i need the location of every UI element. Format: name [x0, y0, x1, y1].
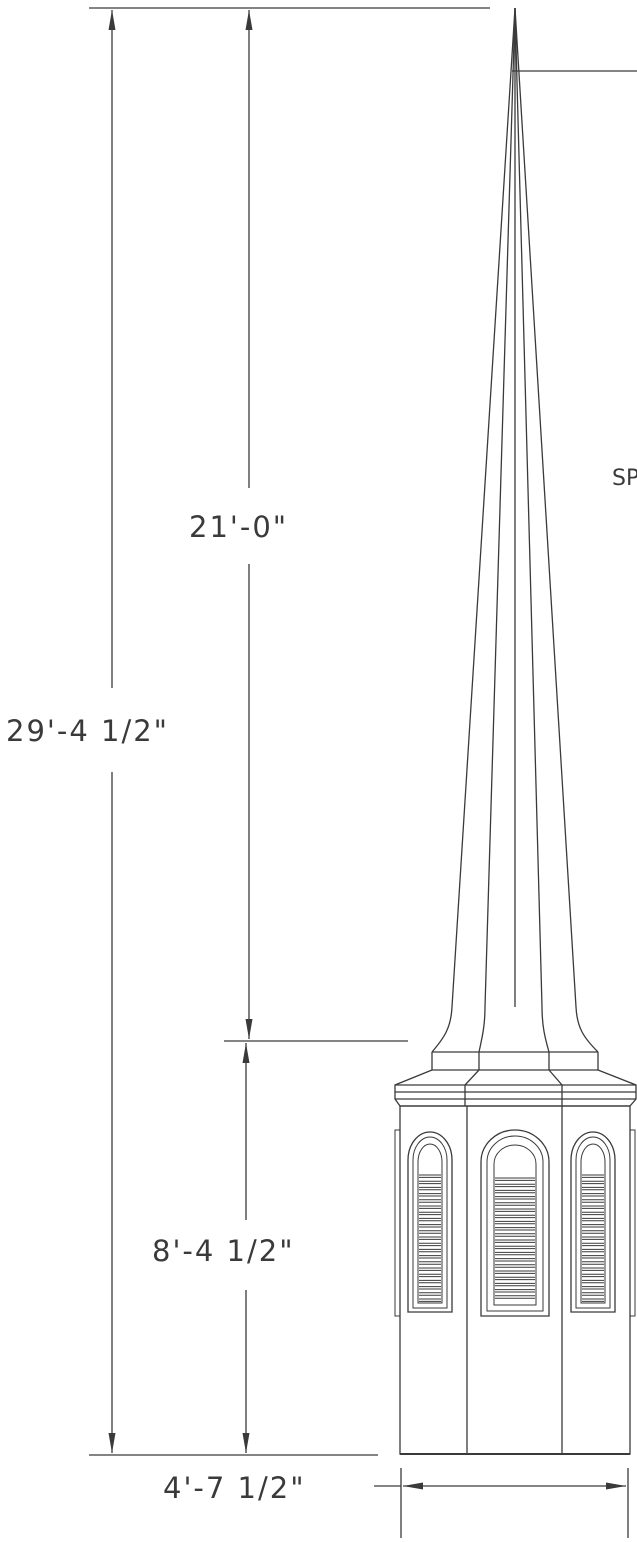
window-frame-outer — [407, 1131, 453, 1313]
window-frame-inner — [493, 1144, 537, 1306]
spire-outline-left — [431, 7, 516, 1053]
spire-outline-right — [514, 7, 599, 1053]
spire-ridge-left — [478, 7, 516, 1053]
spire-ridge-right — [514, 7, 550, 1053]
base-arrow-down — [242, 1433, 250, 1453]
louver-slats — [495, 1177, 535, 1299]
cornice-upper-slope — [394, 1069, 637, 1093]
total-height-dimension: 29'-4 1/2" — [6, 7, 490, 1456]
base-width-label: 4'-7 1/2" — [163, 1471, 306, 1505]
width-arrow-left — [403, 1482, 423, 1490]
window-frame-inner — [417, 1143, 443, 1304]
spire — [431, 7, 599, 1071]
cornice — [394, 1069, 637, 1107]
spire-height-dimension: 21'-0" — [189, 10, 288, 1039]
window-frame-mid — [575, 1136, 611, 1309]
spire-height-label: 21'-0" — [189, 510, 288, 544]
base-width-dimension: 4'-7 1/2" — [163, 1468, 629, 1538]
base-height-label: 8'-4 1/2" — [152, 1234, 295, 1268]
louver-window-left — [407, 1131, 453, 1313]
pilaster-right — [629, 1129, 636, 1317]
spire-collar-outline — [431, 1052, 599, 1071]
callout-label: SP — [612, 466, 637, 491]
louver-base — [394, 1105, 636, 1455]
window-frame-outer — [480, 1129, 550, 1317]
cornice-facet-left — [464, 1069, 480, 1106]
spire-callout: SP — [512, 70, 637, 491]
total-arrow-up — [108, 10, 116, 30]
base-arrow-up — [242, 1043, 250, 1063]
window-frame-outer — [570, 1131, 616, 1313]
width-arrow-right — [606, 1482, 626, 1490]
base-height-dimension: 8'-4 1/2" — [152, 1040, 408, 1453]
cornice-facet-right — [548, 1069, 563, 1106]
total-height-label: 29'-4 1/2" — [6, 714, 169, 748]
louver-slats — [582, 1174, 604, 1302]
louver-slats — [419, 1174, 441, 1302]
spire-arrow-down — [245, 1019, 253, 1039]
total-arrow-down — [108, 1433, 116, 1453]
pilaster-left — [394, 1129, 401, 1317]
window-frame-inner — [580, 1143, 606, 1304]
louver-window-center — [480, 1129, 550, 1317]
spire-arrow-up — [245, 10, 253, 30]
louver-window-right — [570, 1131, 616, 1313]
window-frame-mid — [412, 1136, 448, 1309]
window-frame-mid — [486, 1135, 544, 1312]
